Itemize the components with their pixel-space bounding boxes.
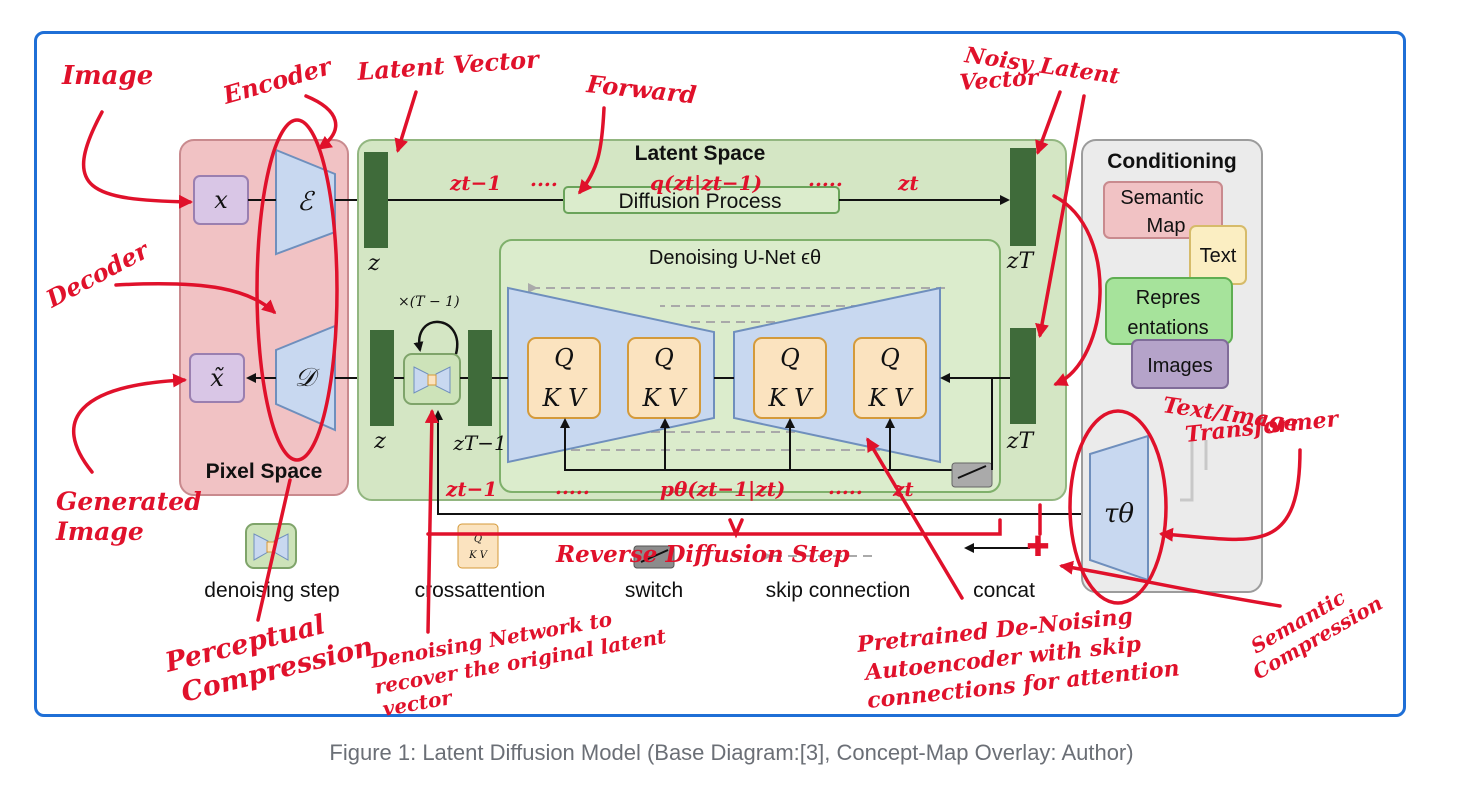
qkv-text: Q <box>654 344 674 372</box>
annotation-generated-1: Generated <box>56 487 202 516</box>
pixel-space-label: Pixel Space <box>206 460 323 483</box>
legend-denoising-label: denoising step <box>204 579 339 602</box>
svg-text:Images: Images <box>1147 355 1213 377</box>
z-top-label: z <box>367 251 380 276</box>
legend-switch-icon <box>633 545 675 569</box>
svg-text:Text: Text <box>1200 245 1237 267</box>
semantic-map-item: Semantic Map <box>1103 181 1223 239</box>
dots-4: ..... <box>828 475 863 499</box>
legend-crossattention-label: crossattention <box>415 579 546 602</box>
encoder-decoder-ellipse <box>255 118 339 462</box>
qkv-block-2: Q K V <box>627 337 701 419</box>
qkv-text: Q <box>880 344 900 372</box>
qkv-text: K V <box>768 384 815 412</box>
annotation-forward: Forward <box>584 69 698 109</box>
annotation-noisy-latent-2: Vector <box>959 64 1041 96</box>
qkv-text: Q <box>780 344 800 372</box>
annotation-generated-2: Image <box>55 517 144 546</box>
qkv-text: K V <box>642 384 689 412</box>
latent-vector-bar <box>364 152 388 248</box>
zt-1-top-label: zt−1 <box>449 171 501 195</box>
legend-crossattention-icon: Q K V <box>457 523 499 569</box>
representations-item: Repres entations <box>1105 277 1233 345</box>
legend-skip-label: skip connection <box>766 579 911 602</box>
zt-1-bottom-label: zt−1 <box>445 477 497 501</box>
figure-caption: Figure 1: Latent Diffusion Model (Base D… <box>329 740 1134 765</box>
latent-space-label: Latent Space <box>635 142 766 165</box>
encoder-symbol: ℰ <box>297 187 315 217</box>
qkv-block-3: Q K V <box>753 337 827 419</box>
x-tilde-symbol: x̃ <box>210 364 224 392</box>
decoder-block: 𝒟 <box>275 324 336 432</box>
svg-text:Map: Map <box>1147 215 1186 237</box>
legend-denoising-icon <box>245 523 297 569</box>
svg-text:Semantic: Semantic <box>1120 187 1203 209</box>
qkv-text: K V <box>542 384 589 412</box>
images-item: Images <box>1131 339 1229 389</box>
p-label: pθ(zt−1|zt) <box>660 477 785 501</box>
svg-text:Q: Q <box>474 534 482 545</box>
plus-icon: ✚ <box>1026 530 1049 563</box>
latent-diffusion-diagram: Pixel Space x x̃ ℰ 𝒟 Latent Space z Diff… <box>40 42 1386 721</box>
svg-text:K V: K V <box>468 550 489 561</box>
z-T-top-label: zT <box>1006 249 1036 274</box>
z-T-bottom-label: zT <box>1006 429 1036 454</box>
encoder-block: ℰ <box>275 148 336 256</box>
input-image-box: x <box>193 175 249 225</box>
tau-symbol: τθ <box>1104 499 1134 529</box>
text-item: Text <box>1189 225 1247 285</box>
annotation-decoder: Decoder <box>40 234 155 313</box>
output-image-box: x̃ <box>189 353 245 403</box>
noisy-latent-bar-bottom <box>1010 328 1036 424</box>
dots-1: .... <box>530 167 558 191</box>
diffusion-process-box: Diffusion Process <box>563 186 840 214</box>
concept-overlay <box>72 90 1302 634</box>
svg-text:Repres: Repres <box>1136 287 1200 309</box>
z-T-1-label: zT−1 <box>452 431 506 455</box>
tau-ellipse <box>1068 409 1168 605</box>
z-bottom-label: z <box>373 429 386 454</box>
zt-top-label: zt <box>897 171 919 195</box>
annotation-latent-vector: Latent Vector <box>355 44 542 86</box>
dots-3: ..... <box>555 475 590 499</box>
q-label: q(zt|zt−1) <box>650 171 762 195</box>
qkv-text: K V <box>868 384 915 412</box>
qkv-text: Q <box>554 344 574 372</box>
qkv-block-4: Q K V <box>853 337 927 419</box>
conditioning-label: Conditioning <box>1107 150 1236 173</box>
svg-text:entations: entations <box>1127 317 1208 339</box>
zt-bottom-label: zt <box>892 477 914 501</box>
z-bottom-bar <box>370 330 394 426</box>
tau-encoder-block: τθ <box>1089 434 1149 582</box>
switch-symbol <box>951 462 993 488</box>
legend-concat-label: concat <box>973 579 1035 602</box>
qkv-block-1: Q K V <box>527 337 601 419</box>
qkv-blocks: Q K V Q K V Q K V Q K V <box>527 337 927 419</box>
loop-label: ×(T − 1) <box>398 294 460 310</box>
unet-label: Denoising U-Net ϵθ <box>649 247 821 269</box>
dots-2: ..... <box>808 167 843 191</box>
legend-switch-label: switch <box>625 579 683 602</box>
denoising-step-block <box>403 353 461 405</box>
x-symbol: x <box>214 186 228 214</box>
diffusion-process-label: Diffusion Process <box>618 190 781 213</box>
annotation-image: Image <box>61 61 153 91</box>
noisy-latent-bar-top <box>1010 148 1036 246</box>
annotation-reverse: Reverse Diffusion Step <box>555 541 850 568</box>
z-t-1-bar <box>468 330 492 426</box>
